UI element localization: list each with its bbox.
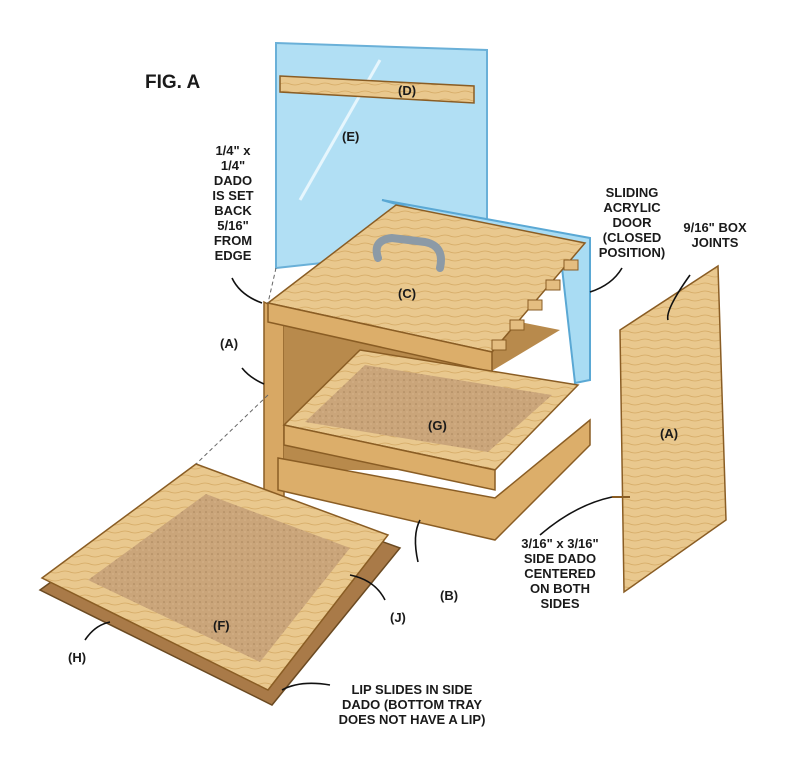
drawer-g-front — [283, 424, 496, 491]
guide-lines — [195, 267, 277, 465]
callout-joints: 9/16" BOX JOINTS — [683, 220, 747, 250]
box-joint-fingers — [491, 259, 579, 351]
svg-text:5/16": 5/16" — [217, 218, 248, 233]
svg-text:1/4" x: 1/4" x — [215, 143, 251, 158]
svg-text:1/4": 1/4" — [221, 158, 245, 173]
label-j: (J) — [390, 610, 406, 625]
label-d: (D) — [398, 83, 416, 98]
svg-text:BACK: BACK — [214, 203, 252, 218]
strip-d — [279, 75, 475, 104]
svg-text:DOOR: DOOR — [613, 215, 653, 230]
svg-text:SIDES: SIDES — [540, 596, 579, 611]
svg-text:FROM: FROM — [214, 233, 252, 248]
label-b: (B) — [440, 588, 458, 603]
svg-text:CENTERED: CENTERED — [524, 566, 596, 581]
handle — [372, 233, 445, 272]
label-h: (H) — [68, 650, 86, 665]
svg-text:EDGE: EDGE — [215, 248, 252, 263]
svg-text:SIDE DADO: SIDE DADO — [524, 551, 596, 566]
tray-f-floor — [88, 494, 350, 662]
label-a-left: (A) — [220, 336, 238, 351]
callout-door: SLIDING ACRYLIC DOOR (CLOSED POSITION) — [599, 185, 665, 260]
side-panel-a-right — [619, 264, 727, 594]
svg-text:ON BOTH: ON BOTH — [530, 581, 590, 596]
label-e: (E) — [342, 129, 359, 144]
svg-text:3/16" x 3/16": 3/16" x 3/16" — [521, 536, 598, 551]
svg-text:(CLOSED: (CLOSED — [603, 230, 662, 245]
svg-text:IS SET: IS SET — [212, 188, 253, 203]
svg-text:ACRYLIC: ACRYLIC — [603, 200, 661, 215]
svg-text:LIP SLIDES IN SIDE: LIP SLIDES IN SIDE — [351, 682, 472, 697]
label-a-right: (A) — [660, 426, 678, 441]
svg-text:DADO: DADO — [214, 173, 252, 188]
callout-lip: LIP SLIDES IN SIDE DADO (BOTTOM TRAY DOE… — [339, 682, 486, 727]
label-f: (F) — [213, 618, 230, 633]
callout-arrows — [84, 267, 691, 691]
label-g: (G) — [428, 418, 447, 433]
svg-text:9/16" BOX: 9/16" BOX — [683, 220, 747, 235]
svg-text:DADO (BOTTOM TRAY: DADO (BOTTOM TRAY — [342, 697, 482, 712]
svg-text:DOES NOT HAVE A LIP): DOES NOT HAVE A LIP) — [339, 712, 486, 727]
callout-side-dado: 3/16" x 3/16" SIDE DADO CENTERED ON BOTH… — [521, 536, 598, 611]
figure-title: FIG. A — [145, 72, 201, 93]
drawer-g-floor — [305, 365, 552, 452]
svg-text:POSITION): POSITION) — [599, 245, 665, 260]
bottom-b — [277, 418, 591, 541]
svg-text:SLIDING: SLIDING — [606, 185, 659, 200]
callout-dado: 1/4" x 1/4" DADO IS SET BACK 5/16" FROM … — [212, 143, 253, 263]
svg-text:JOINTS: JOINTS — [692, 235, 739, 250]
label-c: (C) — [398, 286, 416, 301]
